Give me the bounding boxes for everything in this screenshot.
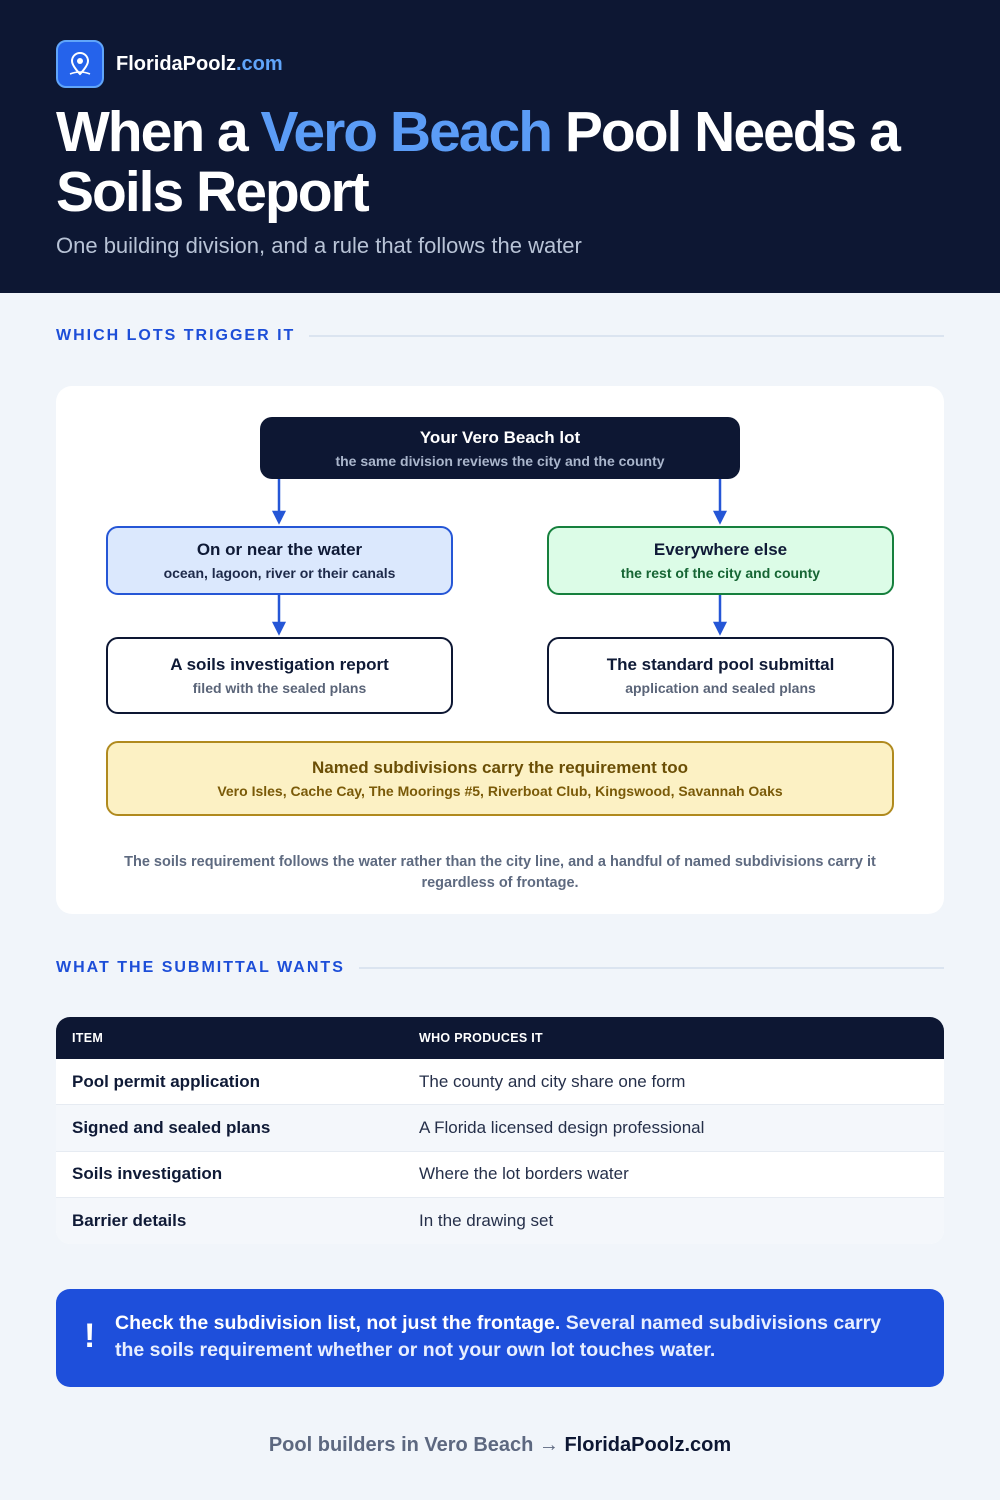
callout-text: Check the subdivision list, not just the… [115,1312,882,1361]
divider [309,335,944,337]
flow-arrows [271,479,728,636]
footer-site-link[interactable]: FloridaPoolz.com [564,1434,732,1456]
table-cell-item: Soils investigation [72,1164,223,1184]
location-pin-icon [56,40,104,88]
section-label-submittal: WHAT THE SUBMITTAL WANTS [56,959,944,977]
table-row: Soils investigation Where the lot border… [56,1152,944,1198]
table-cell-producer: A Florida licensed design professional [419,1117,705,1137]
header: FloridaPoolz.com When a Vero Beach Pool … [0,0,1000,293]
table-cell-item: Signed and sealed plans [72,1117,271,1137]
warning-callout: ! Check the subdivision list, not just t… [56,1289,944,1387]
brand-name: FloridaPoolz.com [116,52,283,75]
table-cell-producer: The county and city share one form [419,1071,686,1091]
section-label-trigger: WHICH LOTS TRIGGER IT [56,327,944,345]
table-row: Signed and sealed plans A Florida licens… [56,1105,944,1152]
table-cell-item: Barrier details [72,1210,187,1230]
page-subtitle: One building division, and a rule that f… [56,233,582,258]
table-header: ITEM WHO PRODUCES IT [56,1017,944,1059]
table-cell-producer: Where the lot borders water [419,1164,629,1184]
flow-named-subdivisions: Named subdivisions carry the requirement… [106,741,894,816]
brand[interactable]: FloridaPoolz.com [56,40,283,88]
submittal-table: ITEM WHO PRODUCES IT Pool permit applica… [56,1017,944,1244]
exclamation-icon: ! [84,1317,96,1355]
divider [358,967,944,969]
flow-caption: The soils requirement follows the water … [124,854,876,891]
column-header-producer: WHO PRODUCES IT [419,1031,543,1045]
table-row: Barrier details In the drawing set [56,1197,944,1244]
footer: Pool builders in Vero Beach → FloridaPoo… [268,1434,732,1456]
table-cell-producer: In the drawing set [419,1210,554,1230]
table-cell-item: Pool permit application [72,1071,260,1091]
column-header-item: ITEM [72,1031,104,1045]
table-row: Pool permit application The county and c… [56,1059,944,1106]
page-title: When a Vero Beach Pool Needs a Soils Rep… [56,100,901,224]
title-accent: Vero Beach [260,100,553,164]
